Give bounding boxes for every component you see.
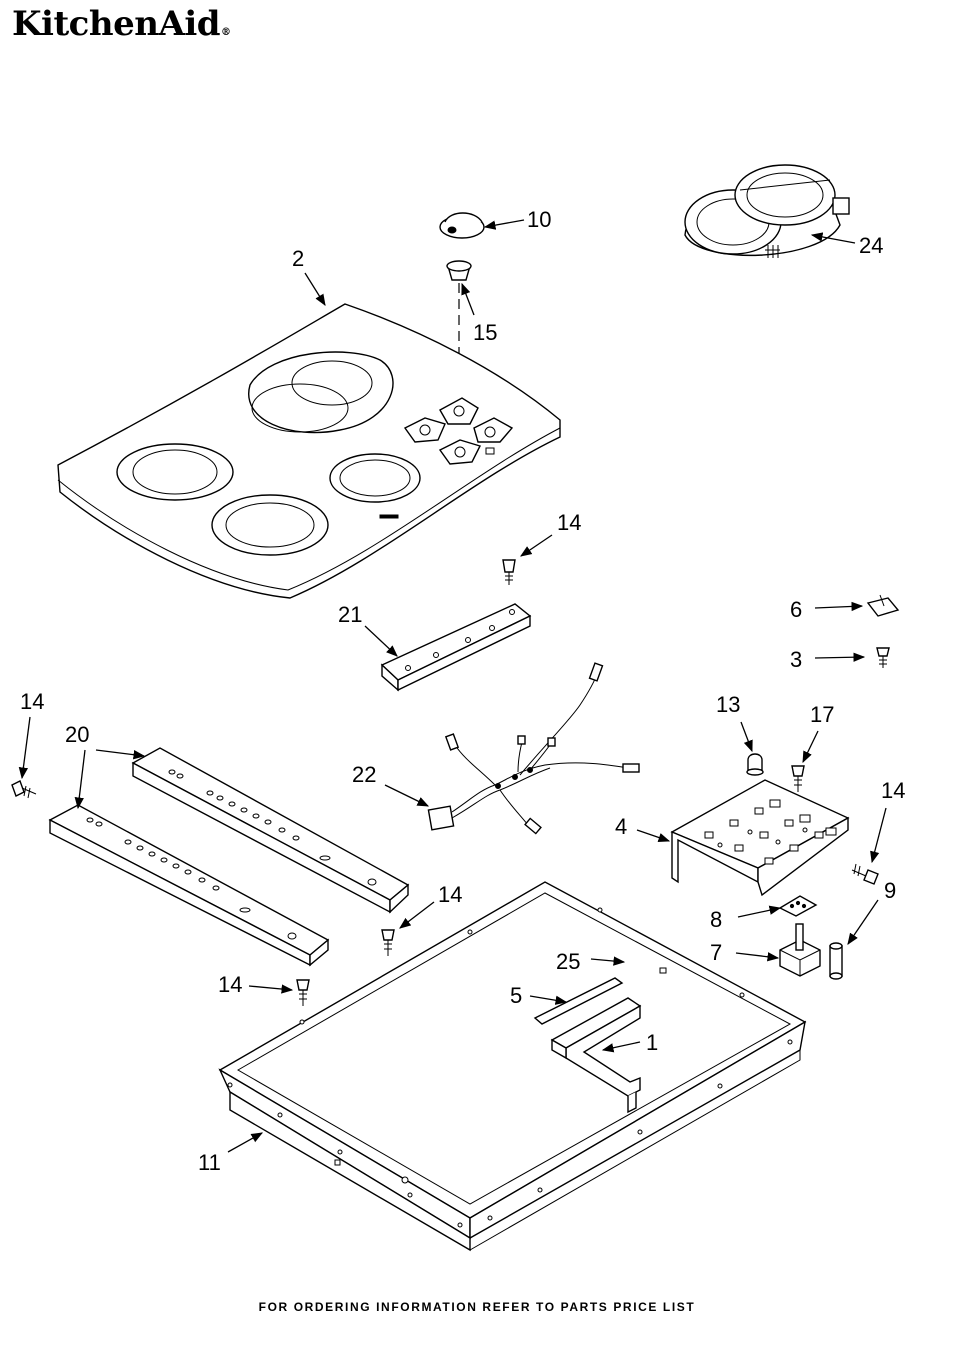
callout-8: 8 <box>710 907 722 932</box>
callout-4: 4 <box>615 814 627 839</box>
dual-element-part-24 <box>684 164 850 258</box>
callout-14-right: 14 <box>881 778 905 803</box>
strip-part-5 <box>533 977 624 1025</box>
bezel-part-15 <box>446 260 472 281</box>
screw-part-14a <box>502 559 516 585</box>
callout-7: 7 <box>710 940 722 965</box>
cooktop-glass-part-2 <box>57 303 561 599</box>
screw-part-14d <box>381 929 395 956</box>
switch-part-7 <box>779 923 821 977</box>
callout-25: 25 <box>556 949 580 974</box>
screw-part-14b <box>11 780 37 799</box>
screw-part-3 <box>876 647 890 668</box>
callout-14-top: 14 <box>557 510 581 535</box>
pin-part-9 <box>829 942 843 980</box>
callout-11: 11 <box>198 1150 221 1175</box>
callout-22: 22 <box>352 762 376 787</box>
side-rail-part-20a <box>131 747 410 914</box>
callout-20: 20 <box>65 722 89 747</box>
callout-1: 1 <box>646 1030 658 1055</box>
plate-part-8 <box>778 895 818 917</box>
callout-14-lower: 14 <box>218 972 242 997</box>
callout-3: 3 <box>790 647 802 672</box>
screw-part-14c <box>851 863 879 885</box>
callout-13: 13 <box>716 692 740 717</box>
footer-note: FOR ORDERING INFORMATION REFER TO PARTS … <box>258 1300 696 1314</box>
screw-part-17 <box>791 765 805 792</box>
callout-9: 9 <box>884 878 896 903</box>
callout-21: 21 <box>338 602 362 627</box>
grommet-part-13 <box>746 753 764 776</box>
wire-harness-part-22 <box>427 662 640 835</box>
knob-part-10 <box>439 212 485 239</box>
registered-mark: ® <box>221 27 231 38</box>
callout-14-center: 14 <box>438 882 462 907</box>
side-rail-part-20b <box>48 804 330 967</box>
callout-15: 15 <box>473 320 497 345</box>
clip-part-6 <box>866 594 900 617</box>
callout-6: 6 <box>790 597 802 622</box>
bracket-part-21 <box>380 603 532 692</box>
callout-10: 10 <box>527 207 551 232</box>
callout-2: 2 <box>292 246 304 271</box>
callout-24: 24 <box>859 233 883 258</box>
bracket-part-1 <box>550 997 642 1114</box>
screw-part-14e <box>296 979 310 1006</box>
leader-arrows <box>18 219 887 1153</box>
callout-labels: 10 24 2 15 14 21 6 3 14 20 22 13 17 4 14… <box>20 207 905 1175</box>
callout-17: 17 <box>810 702 834 727</box>
callout-14-left: 14 <box>20 689 44 714</box>
brand-logo: KitchenAid® <box>12 4 231 44</box>
brand-name: KitchenAid <box>12 4 221 44</box>
base-pan-part-11 <box>218 881 807 1252</box>
control-bracket-part-4 <box>670 779 850 897</box>
callout-5: 5 <box>510 983 522 1008</box>
